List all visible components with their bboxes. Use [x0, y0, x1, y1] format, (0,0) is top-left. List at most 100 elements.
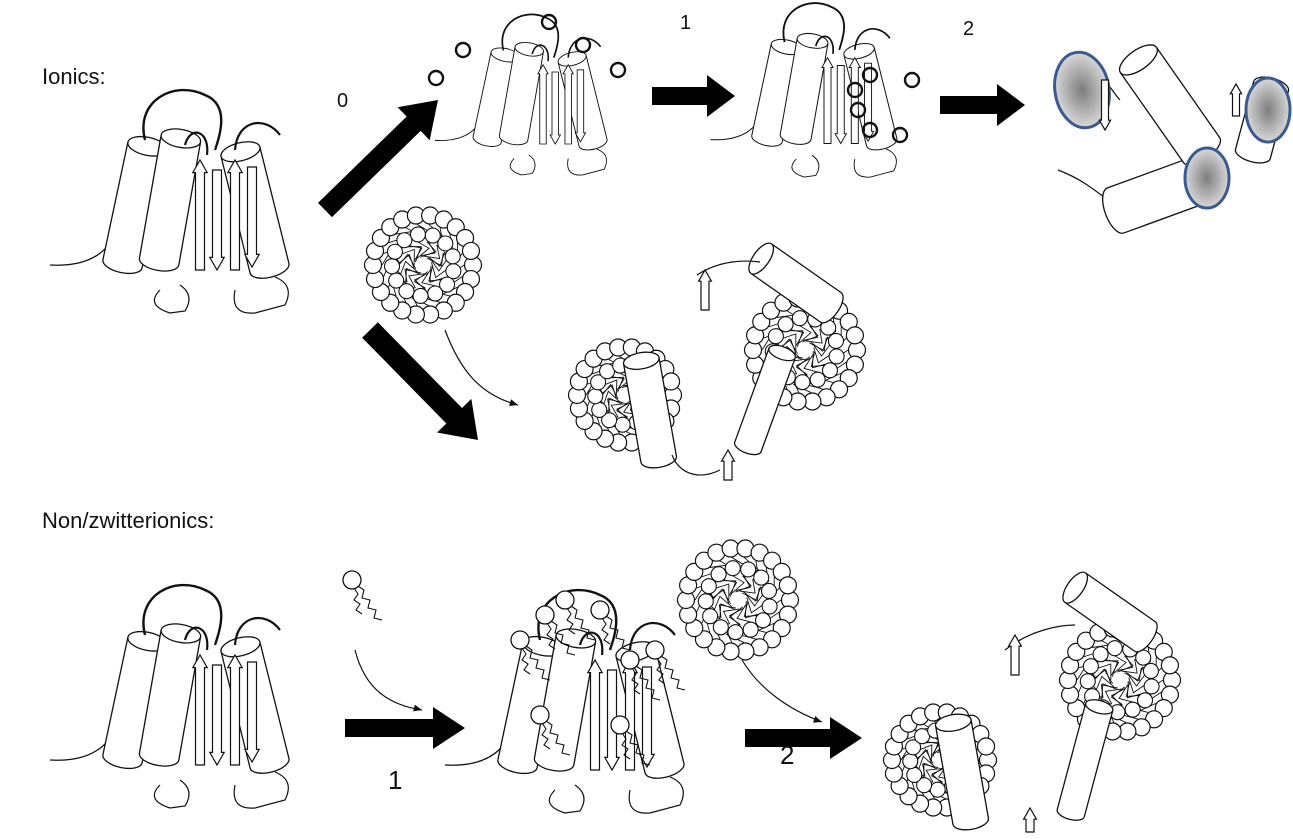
nonzw-native-protein-lobe-left — [154, 780, 189, 808]
nonzw-final-micelle-right-head-inner — [1093, 647, 1108, 662]
nonzw-thin-arrow-micelle — [742, 660, 822, 723]
ionic-free-micelle-head-inner — [410, 227, 425, 242]
ionic-stage2-protein-lobe-right — [854, 149, 896, 177]
ionic-native-protein — [50, 90, 291, 313]
ionic-stage1-protein-strand-2-outline — [550, 72, 560, 144]
nonzw-bound-monomer-4-head — [621, 651, 639, 669]
nonzw-intermediate-protein-lobe-left — [549, 785, 584, 813]
nonzw-free-micelle — [678, 540, 799, 660]
nonzw-arrow-2 — [745, 717, 862, 759]
ionic-thin-arrow-micelle-head — [509, 399, 518, 406]
ionic-thin-arrow-micelle-line — [445, 330, 518, 405]
nonzw-native-protein — [50, 585, 291, 808]
ionic-bound-strand-2-outline — [722, 450, 735, 480]
nonzw-bound-monomer-6-head — [531, 706, 549, 724]
nonzw-step-1-label: 1 — [388, 765, 402, 796]
ionic-stage1-protein-lobe-left — [510, 155, 535, 175]
nonzw-final-strand-1-outline — [1009, 635, 1022, 675]
ionic-native-protein-strand-2-outline — [210, 170, 224, 270]
ionic-bound-micelle-left-head-inner — [592, 402, 607, 417]
nonzw-thin-arrow-monomer — [355, 650, 422, 711]
nonzw-bound-monomer-5-head — [646, 641, 664, 659]
nonzw-intermediate-protein — [445, 590, 686, 813]
ionic-free-micelle-head-inner — [445, 249, 460, 264]
ionic-stage2-protein — [711, 3, 899, 177]
nonzw-free-micelle-head-inner — [725, 561, 740, 576]
ionic-bound-micelle-right-head-inner — [828, 333, 843, 348]
nonzw-bound-monomer-3-tail2 — [602, 618, 610, 644]
ionic-stage2-protein-strand-1-outline — [822, 58, 833, 144]
nonzw-intermediate-protein-strand-1 — [588, 660, 602, 770]
ionic-unfolded-strand-1 — [1099, 80, 1110, 130]
nonzw-free-monomer — [343, 571, 382, 620]
ionic-bound-micelle-right-head-inner — [792, 311, 807, 326]
nonzw-final-strand-1 — [1009, 635, 1022, 675]
nonzw-thin-arrow-micelle-line — [742, 660, 822, 722]
ionic-charged-patch-3 — [1185, 148, 1229, 208]
nonzw-free-monomer-tail2 — [354, 588, 362, 614]
ionic-stage2-protein-strand-3 — [849, 58, 860, 144]
ionic-bound-strand-1 — [699, 270, 712, 310]
nonzw-final-helix-2-body — [1056, 703, 1113, 823]
ionic-charged-patch-2 — [1246, 78, 1290, 142]
nonzw-bound-monomer-3-head — [591, 601, 609, 619]
ionic-bound-micelle-right-head-inner — [778, 317, 793, 332]
nonzw-free-micelle-head-inner — [756, 613, 771, 628]
nonzw-free-micelle-head-inner — [701, 579, 716, 594]
ionic-native-protein-strand-4-outline — [245, 167, 259, 267]
nonzw-final-micelle-left-head-inner — [903, 754, 918, 769]
nonzw-final-micelle-right-head-inner — [1083, 659, 1098, 674]
nonzw-thin-arrow-monomer-line — [355, 650, 422, 710]
nonzw-final-strand-2 — [1024, 808, 1037, 832]
nonzw-final-micelle-left-head-inner — [930, 782, 945, 797]
ionic-bound-micelle-right-head — [846, 327, 863, 344]
nonzw-bound-monomer-0-head — [511, 631, 529, 649]
ionic-stage1-protein-strand-4-outline — [575, 70, 585, 142]
ionic-bound-ring-2 — [576, 38, 590, 52]
ionic-bound-ring2-5 — [905, 73, 919, 87]
ionic-native-protein-lobe-right — [234, 277, 288, 313]
nonzw-free-monomer-head — [343, 571, 361, 589]
ionic-arrow-micelle-branch — [362, 322, 478, 440]
nonzw-final-micelle-right-head-inner — [1080, 674, 1095, 689]
nonzw-native-protein-lobe-right — [234, 772, 288, 808]
ionic-free-micelle-head-inner — [385, 259, 400, 274]
nonzw-final-micelle-right-head-inner — [1107, 641, 1122, 656]
nonzw-free-micelle-head-inner — [741, 562, 756, 577]
nonzw-intermediate-protein-lobe-right — [629, 777, 683, 813]
nonzw-final-micelle-right-head — [1161, 657, 1178, 674]
nonzw-final-micelle-left-head — [978, 738, 995, 755]
nonzw-intermediate-protein-strand-1-outline — [588, 660, 602, 770]
nonzw-free-micelle-head-inner — [698, 594, 713, 609]
nonzw-bound-monomer-2-head — [556, 591, 574, 609]
ionic-stage2-protein-strand-3-outline — [849, 58, 860, 144]
ionic-stage1-protein-strand-1-outline — [538, 65, 548, 144]
ionic-native-protein-strand-2 — [210, 170, 224, 270]
nonzw-final-micelle-right-head-inner — [1138, 693, 1153, 708]
ionic-free-micelle — [365, 207, 482, 323]
ionic-native-protein-strand-1-outline — [193, 160, 207, 270]
ionic-bound-ring-0 — [429, 71, 443, 85]
nonzw-final-strand-2-outline — [1024, 808, 1037, 832]
nonzw-final-micelle-right-head-inner — [1144, 679, 1159, 694]
ionic-stage1-protein-lobe-right — [568, 149, 607, 175]
nonzw-free-micelle-head-inner — [754, 570, 769, 585]
nonzw-free-micelle-head-inner — [743, 622, 758, 637]
ionic-free-micelle-head-inner — [446, 264, 461, 279]
ionic-stage2-protein-lobe-left — [792, 155, 819, 177]
ionic-bound-micelle-right-head-inner — [829, 349, 844, 364]
nonzw-bound-monomer-7-head — [611, 716, 629, 734]
ionic-native-protein-strand-4 — [245, 167, 259, 267]
ionic-unfolded-state — [1049, 39, 1291, 236]
ionic-free-micelle-head-inner — [413, 288, 428, 303]
nonzw-native-protein-strand-4 — [245, 662, 259, 762]
ionic-bound-micelle-left-head-inner — [615, 417, 630, 432]
ionic-step-1-label: 1 — [680, 12, 691, 35]
ionic-native-protein-lobe-left — [154, 285, 189, 313]
nonzw-free-monomer-tail — [358, 586, 382, 620]
ionic-stage1-protein-strand-2 — [550, 72, 560, 144]
ionic-bound-strand-1-outline — [699, 270, 712, 310]
ionics-heading: Ionics: — [42, 64, 106, 90]
